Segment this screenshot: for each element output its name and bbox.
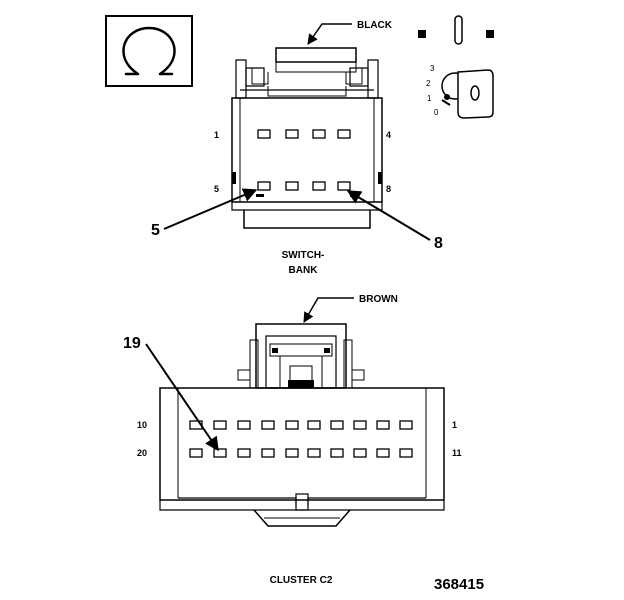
switch-bank-cavity-row-1 xyxy=(257,129,351,139)
cluster-pin-11: 11 xyxy=(452,448,462,458)
figure-number: 368415 xyxy=(434,576,484,593)
cluster-pin-10: 10 xyxy=(137,420,147,430)
key-icon: 3 2 1 0 xyxy=(418,15,494,119)
switch-bank-callout-5: 5 xyxy=(151,222,160,239)
cluster-cavity-row-1 xyxy=(189,420,413,430)
key-position-2: 2 xyxy=(426,79,431,88)
switch-bank-pin-5: 5 xyxy=(214,184,219,194)
switch-bank-pin-8: 8 xyxy=(386,184,391,194)
switch-bank-title-line-1: SWITCH- xyxy=(282,250,325,261)
cluster-wire-color: BROWN xyxy=(359,294,398,305)
cluster-pin-1: 1 xyxy=(452,420,457,430)
switch-bank-title-line-2: BANK xyxy=(289,265,319,276)
switch-bank-connector xyxy=(231,47,383,229)
cluster-title: CLUSTER C2 xyxy=(270,575,333,586)
cluster-callout-19: 19 xyxy=(123,335,141,352)
switch-bank-wire-color: BLACK xyxy=(357,20,393,31)
callout-19-arrow xyxy=(145,343,219,452)
cluster-c2-connector xyxy=(159,323,445,527)
callout-8-arrow xyxy=(346,190,431,241)
cluster-cavity-row-2 xyxy=(189,448,413,458)
switch-bank-callout-8: 8 xyxy=(434,235,443,252)
brown-leader-arrow xyxy=(303,297,354,323)
switch-bank-cavity-row-2 xyxy=(257,181,351,191)
ohm-symbol-icon xyxy=(105,15,193,87)
key-position-1: 1 xyxy=(427,94,432,103)
key-position-3: 3 xyxy=(430,64,435,73)
black-leader-arrow xyxy=(307,23,352,45)
key-position-0: 0 xyxy=(434,108,439,117)
switch-bank-pin-1: 1 xyxy=(214,130,219,140)
switch-bank-pin-4: 4 xyxy=(386,130,391,140)
callout-5-arrow xyxy=(163,188,258,230)
cluster-pin-20: 20 xyxy=(137,448,147,458)
